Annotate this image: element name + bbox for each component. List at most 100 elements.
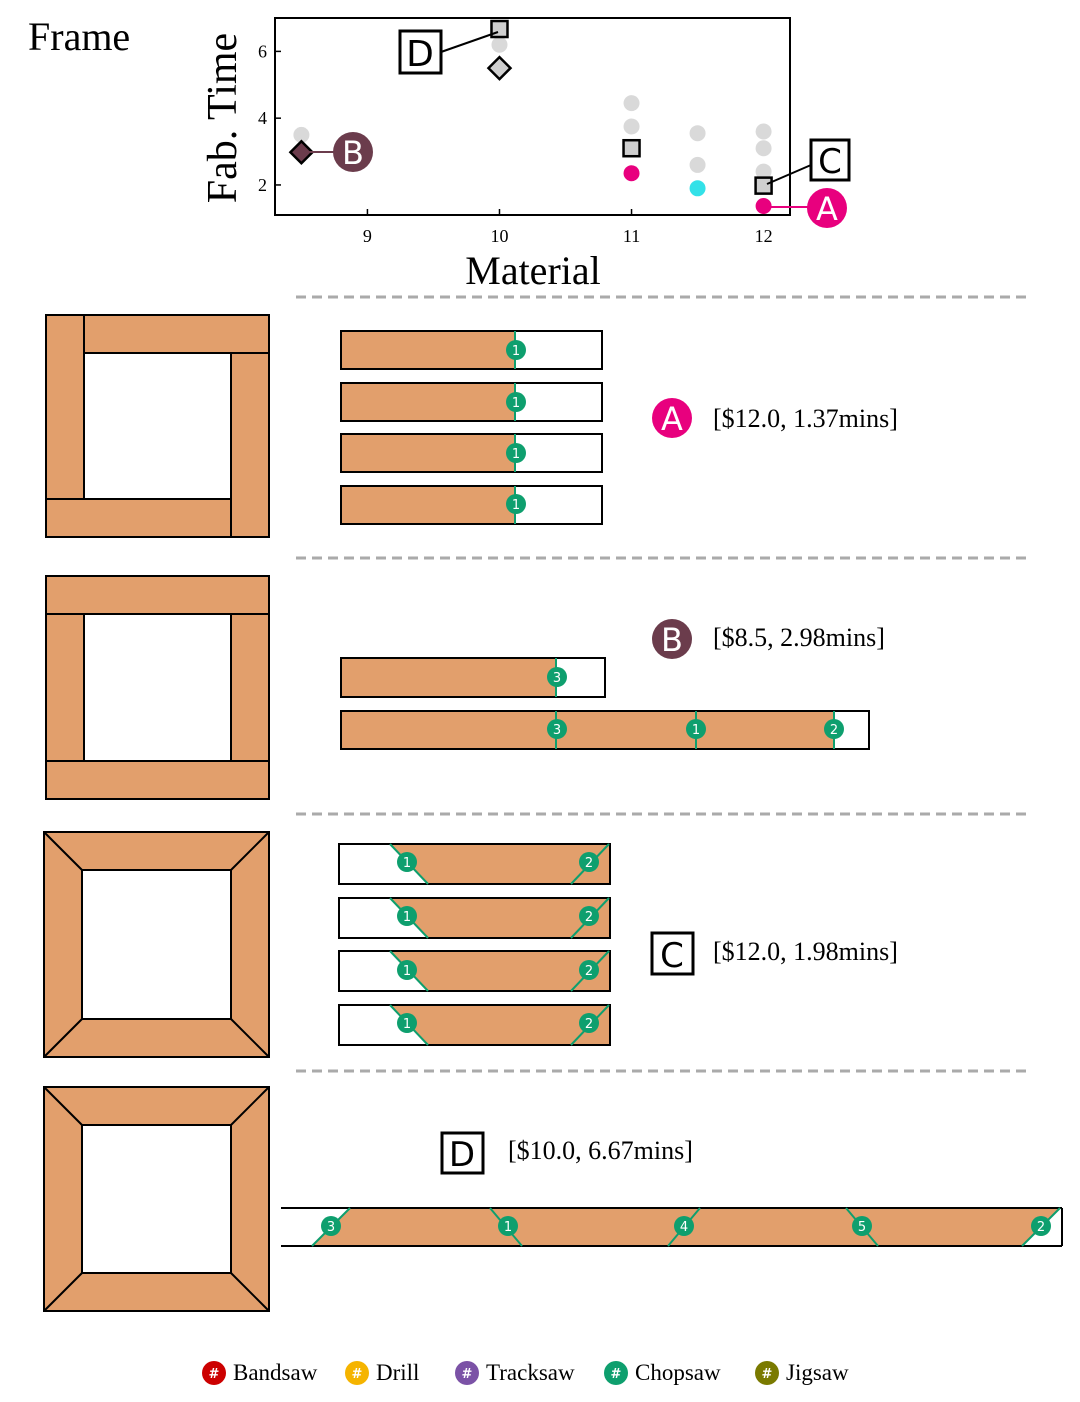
cut-number: 1 — [403, 856, 411, 871]
callout-b: B — [298, 132, 373, 172]
cut-number: 1 — [403, 910, 411, 925]
legend-label: Drill — [376, 1360, 419, 1385]
design-c: 1 2 1 2 — [43, 831, 898, 1058]
frame-diagram-d — [43, 1086, 270, 1312]
highlighted-point — [755, 197, 772, 214]
cut-marker: 1 — [498, 1216, 518, 1236]
legend-label: Jigsaw — [786, 1360, 849, 1385]
stock-board: 3 1 2 — [340, 710, 870, 750]
background-points — [293, 36, 772, 180]
figure-title: Frame — [28, 14, 130, 59]
diamond-point — [486, 55, 513, 81]
tool-legend: # Bandsaw # Drill # Tracksaw # Chopsaw #… — [202, 1360, 849, 1385]
legend-label: Chopsaw — [635, 1360, 721, 1385]
background-point — [689, 125, 706, 142]
cut-marker: 1 — [506, 494, 526, 514]
square-point — [754, 176, 773, 195]
cut-marker: 2 — [579, 960, 599, 980]
cut-marker: 2 — [579, 852, 599, 872]
legend-item-tracksaw: # Tracksaw — [455, 1360, 575, 1385]
stock-board: 1 2 — [338, 1004, 611, 1046]
cut-number: 2 — [585, 1017, 593, 1032]
square-points — [490, 19, 773, 195]
cut-marker: 2 — [824, 719, 844, 739]
square-point — [490, 19, 509, 39]
badge-label: B — [661, 621, 683, 659]
x-tick-label: 11 — [623, 226, 640, 246]
design-badge-a: A — [652, 398, 692, 438]
frame-diagram-b — [45, 575, 270, 800]
stock-board: 3 — [340, 657, 606, 698]
legend-item-chopsaw: # Chopsaw — [604, 1360, 721, 1385]
background-point — [689, 156, 706, 173]
design-info-c: [$12.0, 1.98mins] — [713, 937, 898, 966]
callout-label: B — [342, 134, 364, 172]
stock-layout-c: 1 2 1 2 — [338, 843, 611, 1046]
design-badge-d: D — [440, 1131, 485, 1175]
design-d: 3 1 4 5 2 — [43, 1086, 1063, 1312]
cut-marker: 2 — [579, 906, 599, 926]
stock-board: 1 2 — [338, 897, 611, 939]
background-point — [755, 140, 772, 157]
section-dividers — [296, 295, 1032, 1073]
background-point — [755, 163, 772, 180]
y-axis-ticks: 246 — [258, 41, 281, 195]
stock-board: 1 — [340, 485, 603, 525]
frame-diagram-a — [45, 314, 270, 538]
stock-layout-a: 1 1 1 — [340, 330, 603, 525]
badge-label: D — [449, 1135, 475, 1175]
legend-label: Tracksaw — [486, 1360, 575, 1385]
cut-number: 2 — [1037, 1220, 1045, 1235]
callout-d: D — [398, 29, 499, 75]
cut-number: 1 — [403, 964, 411, 979]
cut-number: 2 — [830, 723, 838, 738]
badge-label: C — [660, 936, 684, 976]
cut-number: 3 — [553, 723, 561, 738]
stock-board: 1 — [340, 382, 603, 422]
stock-board: 1 — [340, 433, 603, 473]
cut-marker: 4 — [674, 1216, 694, 1236]
stock-board: 1 — [340, 330, 603, 370]
cut-marker: 3 — [321, 1216, 341, 1236]
cut-number: 1 — [512, 344, 520, 359]
cut-marker: 5 — [852, 1216, 872, 1236]
x-tick-label: 12 — [755, 226, 773, 246]
cut-number: 2 — [585, 856, 593, 871]
cut-number: 1 — [403, 1017, 411, 1032]
cut-number: 1 — [512, 447, 520, 462]
callout-label: C — [818, 142, 842, 182]
callout-c: C — [766, 138, 851, 185]
y-axis-label: Fab. Time — [200, 33, 246, 203]
stock-layout-d: 3 1 4 5 2 — [281, 1207, 1063, 1247]
x-axis-label: Material — [465, 248, 601, 293]
highlighted-point — [689, 180, 706, 197]
callout-label: D — [406, 34, 434, 75]
background-point — [755, 123, 772, 140]
legend-symbol: # — [352, 1367, 363, 1382]
cut-number: 5 — [858, 1220, 866, 1235]
design-badge-c: C — [650, 931, 695, 976]
background-point — [491, 36, 508, 53]
cut-marker: 1 — [397, 906, 417, 926]
callout-label: A — [816, 190, 838, 228]
design-info-b: [$8.5, 2.98mins] — [713, 623, 885, 652]
plot-frame — [274, 17, 791, 216]
background-point — [293, 126, 310, 143]
cut-number: 3 — [327, 1220, 335, 1235]
design-a: 1 1 1 — [45, 314, 898, 538]
design-badge-b: B — [652, 619, 692, 659]
legend-item-drill: # Drill — [345, 1360, 419, 1385]
cut-marker: 1 — [397, 852, 417, 872]
legend-symbol: # — [611, 1367, 622, 1382]
cut-marker: 1 — [506, 443, 526, 463]
cut-marker: 1 — [397, 960, 417, 980]
design-b: 3 3 1 2 — [45, 575, 885, 800]
legend-item-jigsaw: # Jigsaw — [755, 1360, 849, 1385]
cut-marker: 1 — [397, 1013, 417, 1033]
x-tick-label: 9 — [363, 226, 372, 246]
legend-item-bandsaw: # Bandsaw — [202, 1360, 318, 1385]
stock-layout-b: 3 3 1 2 — [340, 657, 870, 750]
design-info-d: [$10.0, 6.67mins] — [508, 1136, 693, 1165]
